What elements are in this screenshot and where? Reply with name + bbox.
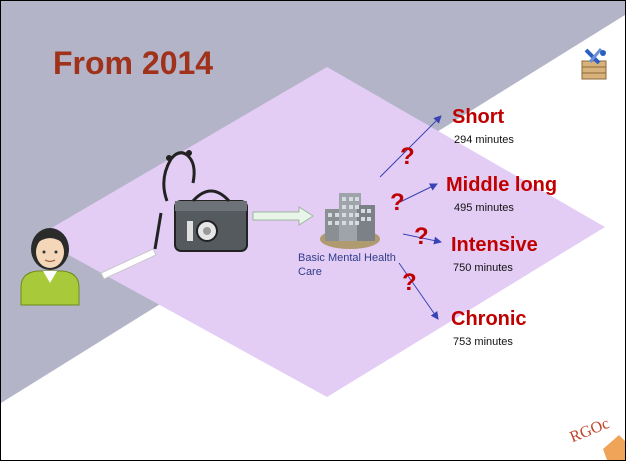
outcome-name: Middle long xyxy=(446,174,558,196)
question-mark-chronic: ? xyxy=(402,269,417,296)
outcome-minutes: 753 minutes xyxy=(453,336,513,348)
logo-text: RGOc xyxy=(568,415,612,446)
outcome-intensive: Intensive 750 minutes xyxy=(451,234,538,274)
question-mark-middle-long: ? xyxy=(390,189,405,216)
arrow-bag-to-building xyxy=(252,206,314,226)
person-icon xyxy=(20,228,80,306)
slide-title: From 2014 xyxy=(53,45,214,81)
outcome-middle-long: Middle long 495 minutes xyxy=(446,174,557,214)
arrow-middle-long xyxy=(395,183,438,205)
building-icon xyxy=(320,193,380,249)
outcome-minutes: 294 minutes xyxy=(454,134,514,146)
question-mark-short: ? xyxy=(400,143,415,170)
lilac-diamond xyxy=(36,67,605,397)
arrow-chronic xyxy=(398,262,439,320)
outcome-name: Chronic xyxy=(451,308,527,330)
question-mark-intensive: ? xyxy=(414,223,429,250)
arrow-person-to-bag xyxy=(100,248,157,280)
outcome-short: Short 294 minutes xyxy=(452,106,514,146)
outcome-minutes: 495 minutes xyxy=(454,202,514,214)
basic-mental-health-care-label: Basic Mental Health Care xyxy=(298,252,396,278)
doctor-bag-icon xyxy=(153,150,248,252)
tools-icon xyxy=(581,48,607,80)
outcome-chronic: Chronic 753 minutes xyxy=(451,308,527,348)
arrow-intensive xyxy=(402,233,442,245)
logo-icon: RGOc xyxy=(568,415,625,460)
arrow-short xyxy=(379,115,442,178)
outcome-name: Intensive xyxy=(451,234,538,256)
outcome-minutes: 750 minutes xyxy=(453,262,513,274)
outcome-name: Short xyxy=(452,106,505,128)
